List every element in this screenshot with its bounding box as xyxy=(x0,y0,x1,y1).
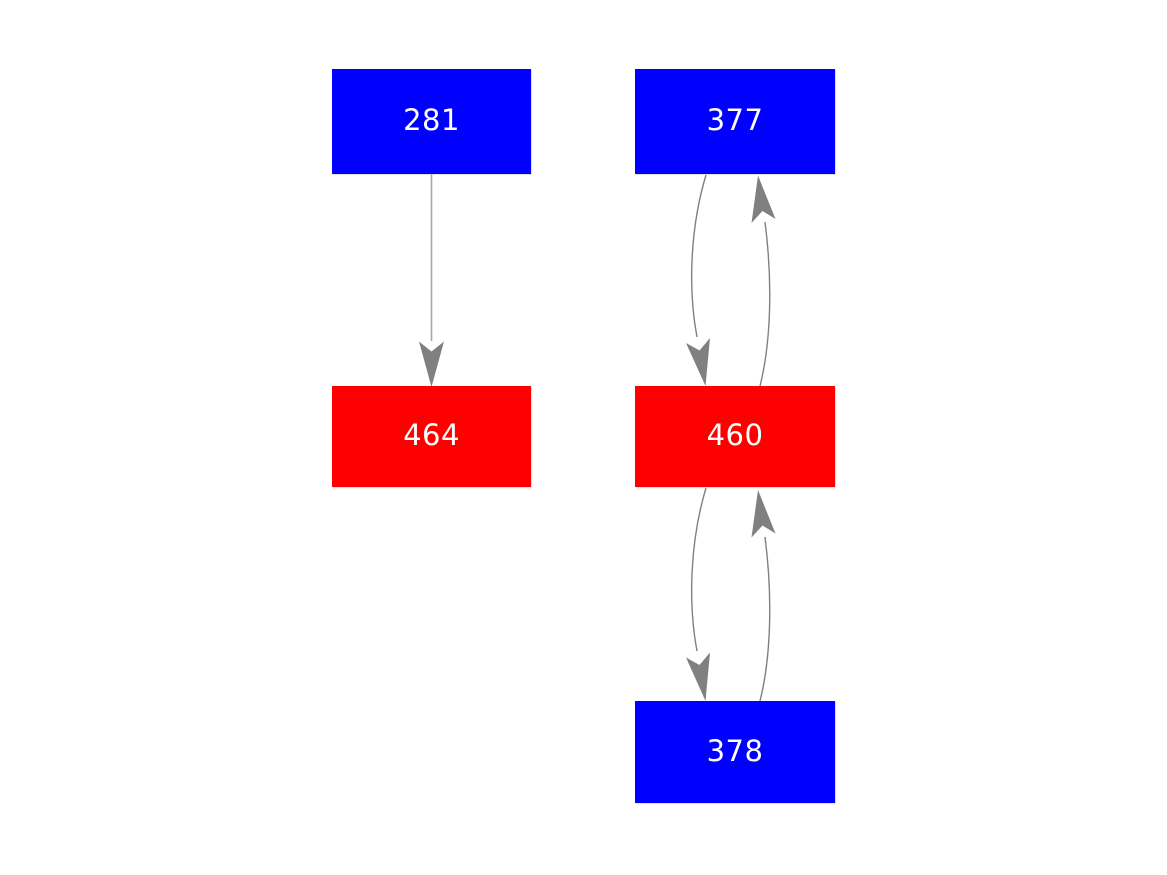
edge-460-to-377-arrowhead xyxy=(751,175,776,223)
graph-node-464-label: 464 xyxy=(403,418,460,452)
edge-281-to-464 xyxy=(419,174,444,387)
edge-378-to-460-arrowhead xyxy=(751,490,776,538)
graph-node-460[interactable]: 460 xyxy=(635,386,835,487)
graph-node-377-label: 377 xyxy=(706,103,764,137)
edge-460-to-378-curve xyxy=(690,487,707,652)
edge-460-to-378-arrowhead xyxy=(686,652,710,701)
graph-node-377[interactable]: 377 xyxy=(635,69,835,174)
edge-377-to-460-curve xyxy=(690,174,707,338)
edge-378-to-460-curve xyxy=(759,536,771,702)
edge-460-to-377 xyxy=(751,175,776,387)
edge-377-to-460 xyxy=(686,174,710,386)
edge-377-to-460-arrowhead xyxy=(686,338,710,386)
edge-460-to-378 xyxy=(686,487,710,701)
edge-281-to-464-arrowhead xyxy=(419,341,444,387)
graph-node-378[interactable]: 378 xyxy=(635,701,835,803)
graph-node-460-label: 460 xyxy=(706,418,764,452)
edge-378-to-460 xyxy=(751,490,776,702)
graph-node-281-label: 281 xyxy=(403,103,460,137)
graph-node-281[interactable]: 281 xyxy=(332,69,531,174)
graph-node-464[interactable]: 464 xyxy=(332,386,531,487)
edge-460-to-377-curve xyxy=(759,221,771,387)
graph-node-378-label: 378 xyxy=(706,733,764,768)
